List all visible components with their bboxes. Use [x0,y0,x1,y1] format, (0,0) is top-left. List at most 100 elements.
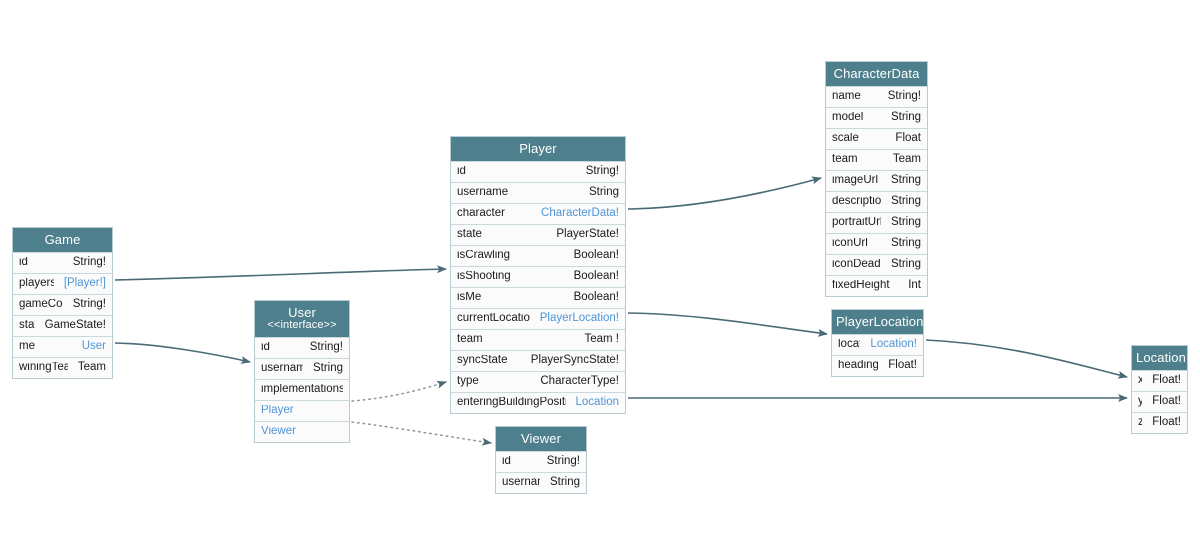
table-row[interactable]: state GameState! [13,315,112,336]
table-row[interactable]: name String! [826,86,927,107]
table-row[interactable]: type CharacterType! [451,371,625,392]
field-name: isCrawling [457,250,511,262]
field-type: String! [309,341,343,354]
table-row[interactable]: isShooting Boolean! [451,266,625,287]
field-type: Float! [1152,374,1181,387]
field-name: iconUrl [832,238,868,250]
table-row[interactable]: enteringBuildingPosition Location [451,392,625,413]
field-type: Team ! [584,333,619,346]
table-row[interactable]: id String! [255,337,349,358]
field-name: username [457,187,509,199]
table-row[interactable]: username String [496,472,586,493]
entity-location[interactable]: Location x Float! y Float! z Float! [1131,345,1188,434]
table-row[interactable]: username String [255,358,349,379]
table-row[interactable]: fixedHeight Int [826,275,927,296]
field-name: model [832,112,864,124]
implementation-item-viewer[interactable]: Viewer [255,421,349,442]
field-name: location [838,339,860,351]
field-type: Team [77,361,106,374]
field-name: id [457,166,466,178]
entity-playerlocation-name: PlayerLocation [836,314,924,329]
table-row[interactable]: gameCode String! [13,294,112,315]
field-type: Boolean! [573,291,619,304]
table-row[interactable]: currentLocation PlayerLocation! [451,308,625,329]
entity-viewer[interactable]: Viewer id String! username String [495,426,587,494]
field-type: String [890,258,921,271]
table-row[interactable]: imageUrl String [826,170,927,191]
table-row[interactable]: iconDeadUrl String [826,254,927,275]
table-row[interactable]: x Float! [1132,370,1187,391]
field-type[interactable]: [Player!] [63,277,106,290]
table-row[interactable]: iconUrl String [826,233,927,254]
field-name: state [457,229,482,241]
entity-game-title: Game [13,228,112,252]
entity-player[interactable]: Player id String! username String charac… [450,136,626,414]
table-row[interactable]: model String [826,107,927,128]
field-type[interactable]: User [81,340,106,353]
field-type: String! [585,165,619,178]
table-row[interactable]: syncState PlayerSyncState! [451,350,625,371]
field-type: Int [908,279,921,292]
table-row[interactable]: character CharacterData! [451,203,625,224]
table-row[interactable]: team Team ! [451,329,625,350]
field-type: Boolean! [573,249,619,262]
entity-playerlocation-title: PlayerLocation [832,310,923,334]
table-row[interactable]: id String! [496,451,586,472]
field-type: String [890,174,921,187]
entity-viewer-title: Viewer [496,427,586,451]
field-name: team [832,154,858,166]
table-row[interactable]: isMe Boolean! [451,287,625,308]
table-row[interactable]: portraitUrl String [826,212,927,233]
entity-user-name: User [288,305,316,320]
table-row[interactable]: id String! [13,252,112,273]
field-name: id [19,257,28,269]
table-row[interactable]: id String! [451,161,625,182]
edge-playerlocation-location-to-location [925,339,1128,379]
entity-characterdata[interactable]: CharacterData name String! model String … [825,61,928,297]
table-row[interactable]: state PlayerState! [451,224,625,245]
entity-characterdata-name: CharacterData [833,66,920,81]
table-row[interactable]: me User [13,336,112,357]
entity-player-name: Player [519,141,557,156]
table-row[interactable]: players [Player!] [13,273,112,294]
field-name: imageUrl [832,175,879,187]
field-name: iconDeadUrl [832,259,881,271]
table-row[interactable]: isCrawling Boolean! [451,245,625,266]
field-name: syncState [457,355,508,367]
field-name: id [502,456,511,468]
field-type: PlayerSyncState! [530,354,619,367]
field-name: description [832,196,881,208]
edge-player-currentlocation-to-playerlocation [627,312,828,337]
field-type: Team [892,153,921,166]
field-name: isShooting [457,271,511,283]
field-type: String [549,476,580,489]
table-row[interactable]: heading Float! [832,355,923,376]
entity-location-name: Location [1136,350,1186,365]
table-row[interactable]: location Location! [832,334,923,355]
entity-user[interactable]: User <<interface>> id String! username S… [254,300,350,443]
table-row[interactable]: team Team [826,149,927,170]
table-row[interactable]: username String [451,182,625,203]
table-row[interactable]: z Float! [1132,412,1187,433]
field-name: enteringBuildingPosition [457,397,566,409]
field-type: Float! [1152,395,1181,408]
table-row[interactable]: winingTeam Team [13,357,112,378]
field-type[interactable]: PlayerLocation! [539,312,619,325]
field-name: team [457,334,483,346]
edge-user-implements-player [351,380,447,402]
field-name: x [1138,375,1143,387]
table-row[interactable]: scale Float [826,128,927,149]
table-row[interactable]: description String [826,191,927,212]
entity-playerlocation[interactable]: PlayerLocation location Location! headin… [831,309,924,377]
entity-viewer-name: Viewer [520,431,562,446]
field-type: CharacterType! [540,375,619,388]
table-row[interactable]: y Float! [1132,391,1187,412]
entity-game[interactable]: Game id String! players [Player!] gameCo… [12,227,113,379]
field-name: gameCode [19,299,63,311]
implementation-item-player[interactable]: Player [255,400,349,421]
field-name: state [19,320,35,332]
edge-user-implements-viewer [351,421,492,446]
field-type[interactable]: CharacterData! [541,207,619,220]
field-type[interactable]: Location [575,396,619,409]
field-type[interactable]: Location! [870,338,917,351]
